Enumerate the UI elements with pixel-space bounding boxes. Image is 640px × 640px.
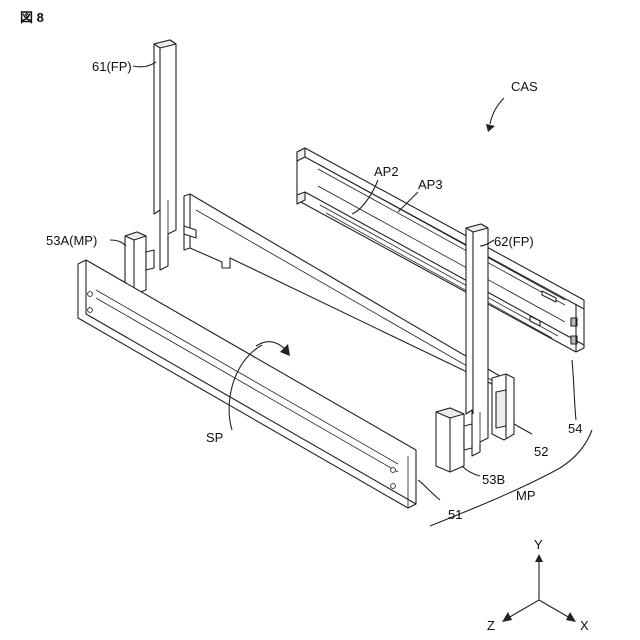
label-54: 54: [568, 421, 582, 436]
label-62-fp: 62(FP): [494, 234, 534, 249]
block-53b: [436, 408, 472, 472]
post-62: [466, 224, 488, 456]
label-sp: SP: [206, 430, 223, 445]
label-53a-mp: 53A(MP): [46, 233, 97, 248]
axis-z-label: Z: [487, 618, 495, 633]
label-53b: 53B: [482, 472, 505, 487]
label-mp: MP: [516, 488, 536, 503]
bracket-52: [492, 374, 514, 440]
figure-label: 図 8: [20, 10, 44, 25]
axis-x-label: X: [580, 618, 589, 633]
post-61: [154, 40, 176, 270]
label-52: 52: [534, 444, 548, 459]
label-ap3: AP3: [418, 177, 443, 192]
label-cas: CAS: [511, 79, 538, 94]
label-ap2: AP2: [374, 164, 399, 179]
axis-indicator: Y Z X: [487, 537, 589, 633]
axis-y-label: Y: [534, 537, 543, 552]
label-61-fp: 61(FP): [92, 59, 132, 74]
label-51: 51: [448, 507, 462, 522]
